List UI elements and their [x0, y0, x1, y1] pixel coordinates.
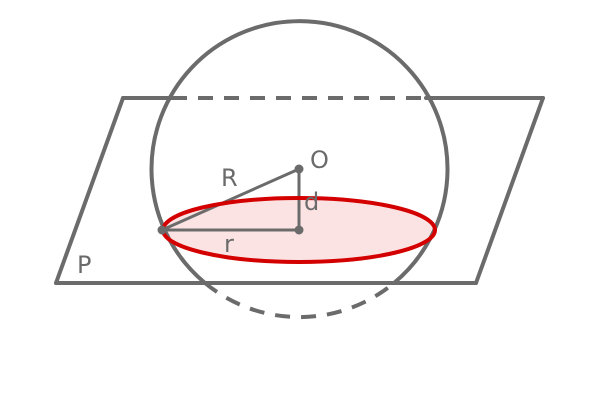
foot-point	[294, 225, 304, 235]
center-label: O	[310, 146, 329, 174]
plane	[54, 96, 545, 285]
sphere-radius-label: R	[221, 164, 238, 192]
distance-label: d	[304, 188, 319, 216]
center-point	[294, 164, 304, 174]
sphere-radius-segment	[161, 167, 300, 232]
points	[157, 164, 304, 235]
plane-label: P	[77, 251, 91, 279]
plane-left-edge	[54, 96, 125, 285]
edge-point	[157, 225, 167, 235]
plane-right-edge	[474, 96, 545, 285]
sphere-outline-hidden	[203, 281, 396, 320]
sphere-outline	[149, 19, 450, 285]
circle-radius-label: r	[224, 230, 234, 258]
